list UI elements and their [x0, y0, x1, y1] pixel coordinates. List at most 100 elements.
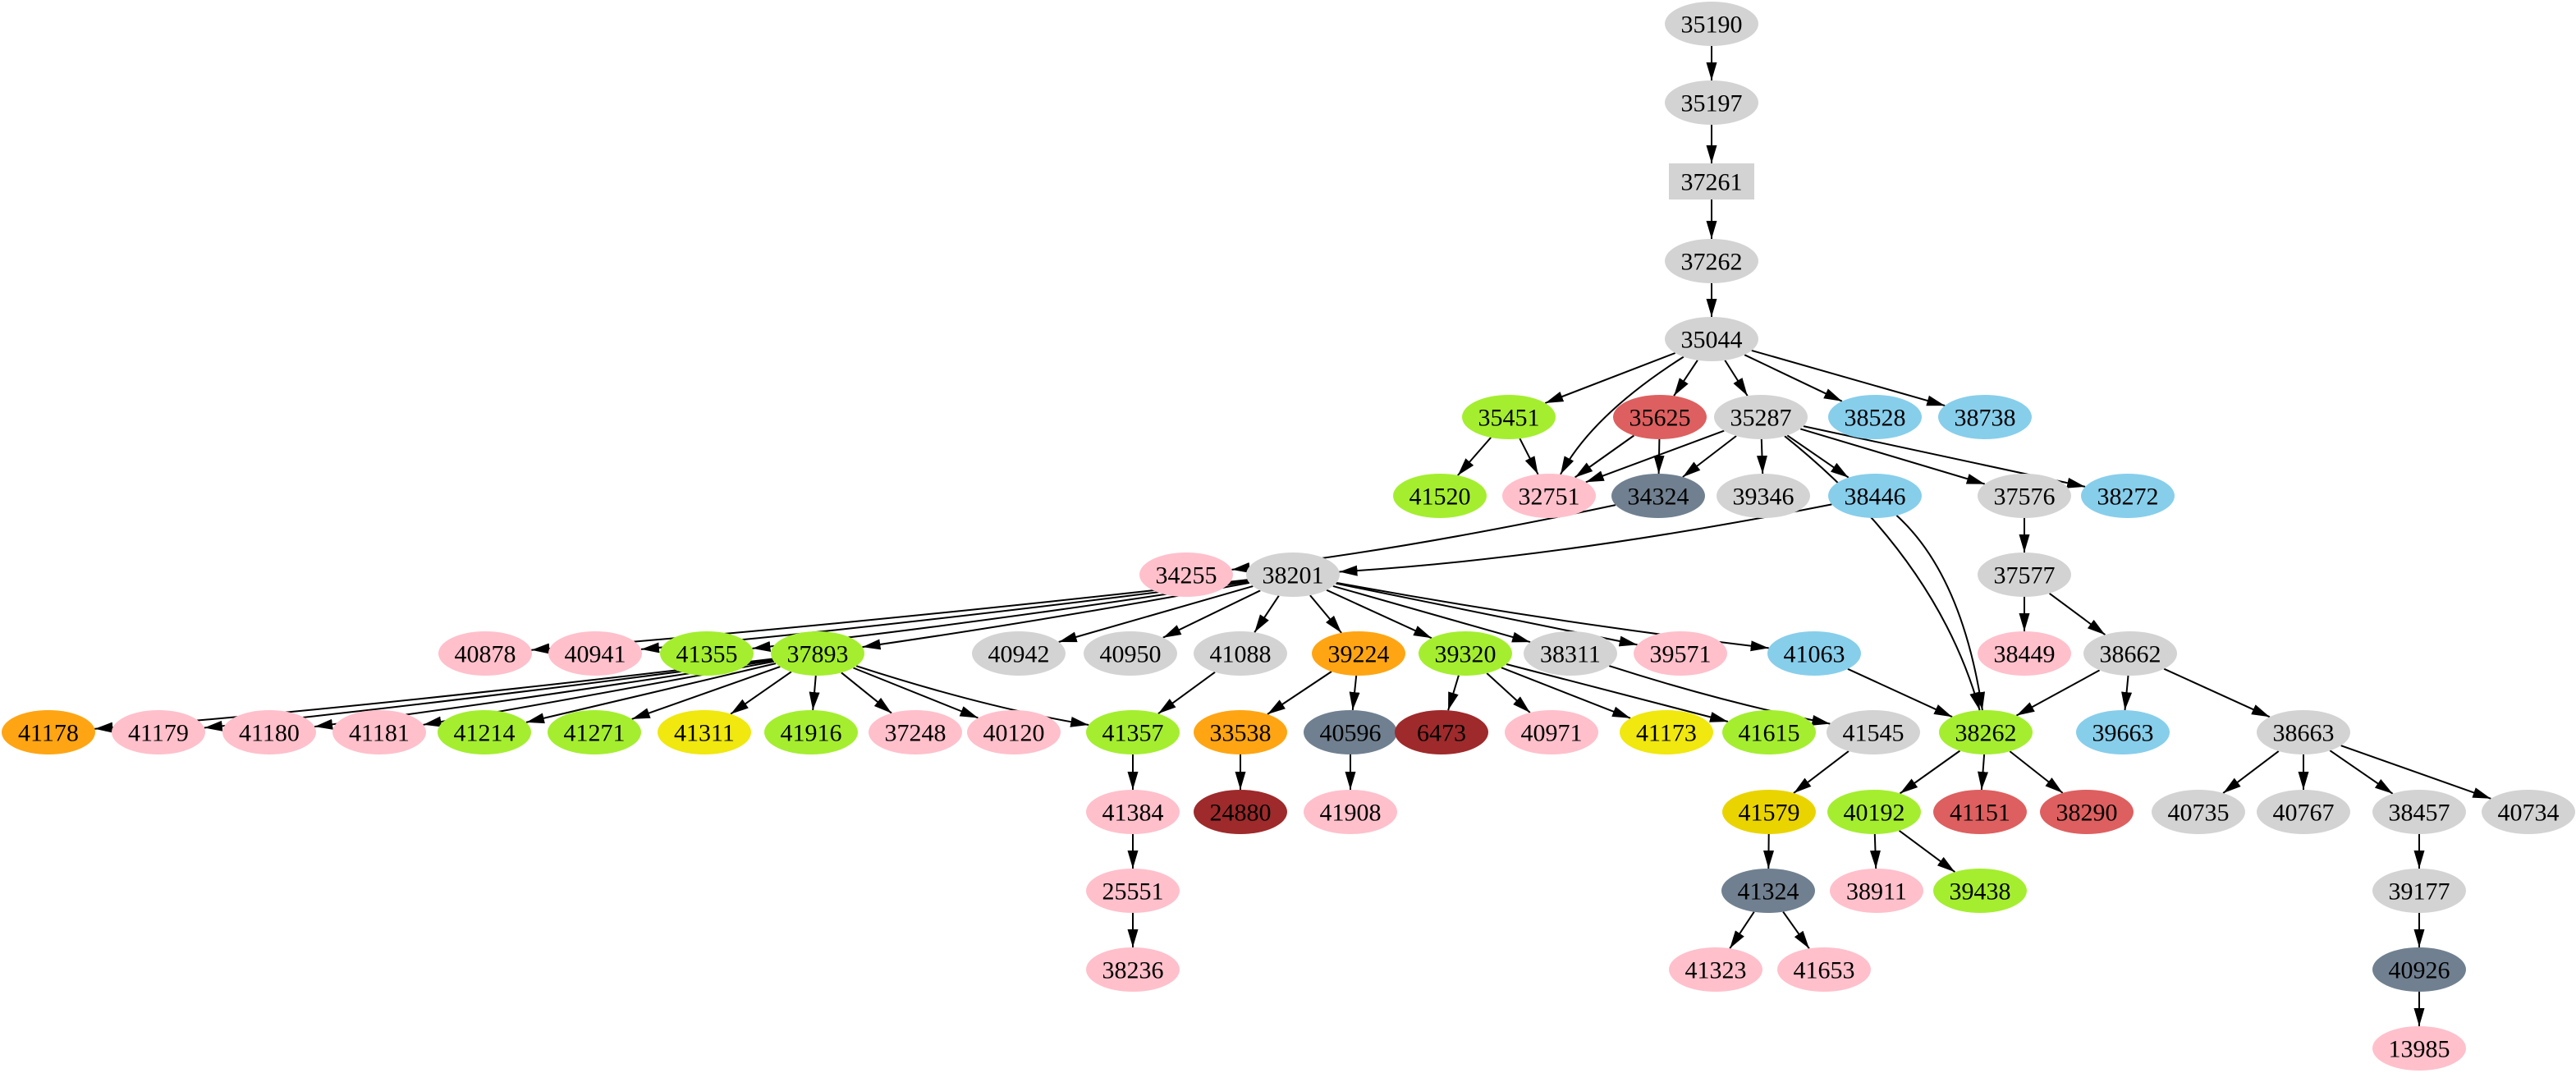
graph-edge-41324-41653: [1782, 911, 1810, 949]
graph-node-41324: 41324: [1721, 869, 1815, 913]
graph-edge-38262-41151: [1978, 754, 1989, 791]
graph-node-35287: 35287: [1714, 395, 1808, 439]
graph-node-37248: 37248: [869, 710, 962, 754]
node-shape-25551: [1086, 869, 1180, 913]
node-shape-41908: [1304, 790, 1397, 834]
node-shape-38262: [1939, 710, 2033, 754]
graph-node-40192: 40192: [1827, 790, 1921, 834]
node-shape-41323: [1669, 947, 1762, 992]
graph-edge-38262-40192: [1899, 750, 1961, 795]
graph-node-40950: 40950: [1084, 631, 1177, 676]
graph-node-38662: 38662: [2083, 631, 2177, 676]
graph-edge-38201-41088: [1254, 595, 1280, 633]
graph-node-39438: 39438: [1933, 869, 2027, 913]
graph-node-35044: 35044: [1665, 317, 1758, 361]
graph-edge-35451-32751: [1519, 438, 1539, 475]
node-shape-39320: [1419, 631, 1512, 676]
node-shape-38911: [1830, 869, 1923, 913]
graph-node-40596: 40596: [1304, 710, 1397, 754]
graph-edge-38662-38663: [2163, 667, 2271, 718]
graph-edge-38201-40942: [1058, 585, 1254, 643]
node-shape-38272: [2081, 474, 2175, 518]
graph-node-35190: 35190: [1665, 2, 1758, 46]
node-shape-37576: [1978, 474, 2071, 518]
graph-edge-39224-40596: [1349, 675, 1360, 711]
graph-node-33538: 33538: [1194, 710, 1287, 754]
graph-edge-40192-39438: [1899, 829, 1955, 874]
node-shape-41088: [1194, 631, 1287, 676]
node-shape-37893: [771, 631, 864, 676]
graph-edge-38446-38201: [1339, 503, 1832, 576]
node-shape-38662: [2083, 631, 2177, 676]
graph-node-38528: 38528: [1828, 395, 1922, 439]
node-shape-40596: [1304, 710, 1397, 754]
node-shape-40735: [2152, 790, 2245, 834]
graph-node-40767: 40767: [2257, 790, 2350, 834]
node-shape-38201: [1246, 553, 1340, 597]
edge-layer: [94, 45, 2491, 1026]
graph-node-39571: 39571: [1634, 631, 1727, 676]
graph-edge-39224-33538: [1267, 671, 1332, 715]
node-shape-35190: [1665, 2, 1758, 46]
node-shape-39224: [1312, 631, 1405, 676]
graph-edge-38663-40735: [2222, 750, 2280, 794]
graph-node-40942: 40942: [972, 631, 1066, 676]
graph-edge-38663-38457: [2329, 750, 2394, 795]
node-shape-40941: [548, 631, 642, 676]
node-shape-41179: [112, 710, 205, 754]
graph-node-38262: 38262: [1939, 710, 2033, 754]
node-shape-39663: [2076, 710, 2170, 754]
graph-node-25551: 25551: [1086, 869, 1180, 913]
graph-edge-41545-41579: [1793, 750, 1849, 794]
graph-edge-38446-38262: [1895, 515, 1986, 711]
graph-node-35197: 35197: [1665, 80, 1758, 125]
node-shape-38236: [1086, 947, 1180, 992]
node-shape-41579: [1722, 790, 1816, 834]
graph-node-37576: 37576: [1978, 474, 2071, 518]
node-shape-34255: [1139, 553, 1233, 597]
node-shape-41180: [222, 710, 316, 754]
graph-node-40734: 40734: [2482, 790, 2575, 834]
graph-edge-37893-41357: [855, 665, 1089, 727]
node-shape-6473: [1395, 710, 1488, 754]
graph-node-35625: 35625: [1613, 395, 1707, 439]
graph-node-41088: 41088: [1194, 631, 1287, 676]
graph-node-38738: 38738: [1938, 395, 2032, 439]
graph-node-38290: 38290: [2040, 790, 2134, 834]
node-shape-41271: [548, 710, 641, 754]
graph-node-41311: 41311: [658, 710, 751, 754]
graph-node-24880: 24880: [1194, 790, 1287, 834]
graph-node-39663: 39663: [2076, 710, 2170, 754]
graph-node-38457: 38457: [2372, 790, 2466, 834]
graph-node-40941: 40941: [548, 631, 642, 676]
node-shape-40971: [1505, 710, 1598, 754]
node-shape-35625: [1613, 395, 1707, 439]
graph-node-40735: 40735: [2152, 790, 2245, 834]
graph-node-38446: 38446: [1828, 474, 1922, 518]
node-shape-41355: [660, 631, 754, 676]
graph-node-41520: 41520: [1393, 474, 1487, 518]
node-shape-41181: [332, 710, 426, 754]
graph-node-39224: 39224: [1312, 631, 1405, 676]
node-shape-39346: [1717, 474, 1810, 518]
graph-edge-37893-41214: [525, 663, 777, 724]
node-shape-37577: [1978, 553, 2071, 597]
node-shape-24880: [1194, 790, 1287, 834]
graph-node-40926: 40926: [2372, 947, 2466, 992]
graph-node-38236: 38236: [1086, 947, 1180, 992]
graph-node-41545: 41545: [1827, 710, 1920, 754]
graph-node-41355: 41355: [660, 631, 754, 676]
node-shape-38738: [1938, 395, 2032, 439]
graph-node-37262: 37262: [1665, 239, 1758, 283]
node-shape-13985: [2372, 1026, 2466, 1071]
graph-edge-35044-35287: [1724, 360, 1749, 397]
graph-edge-39320-41173: [1501, 667, 1631, 719]
graph-node-38311: 38311: [1524, 631, 1617, 676]
graph-edge-38201-39224: [1309, 594, 1342, 634]
node-shape-41324: [1721, 869, 1815, 913]
graph-edge-35287-38446: [1786, 434, 1849, 479]
node-shape-41545: [1827, 710, 1920, 754]
graph-edge-39320-6473: [1447, 675, 1460, 711]
graph-edge-37893-40120: [853, 667, 979, 719]
